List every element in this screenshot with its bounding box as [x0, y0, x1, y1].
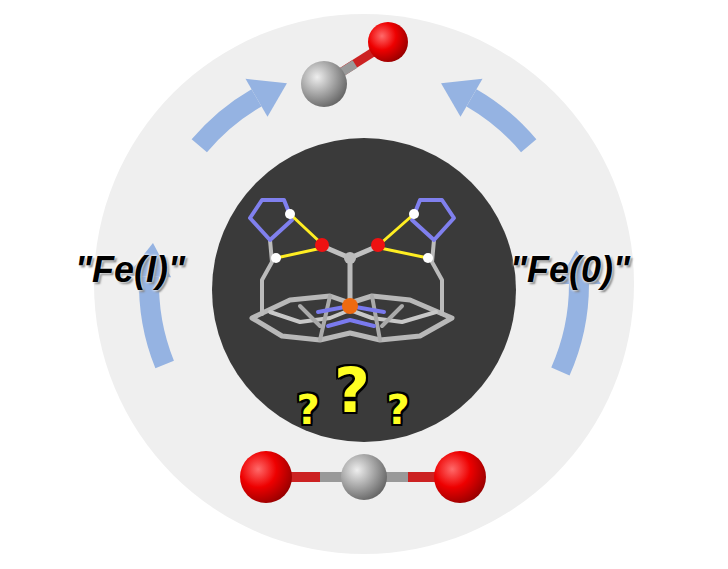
arrow-head — [441, 79, 482, 117]
oxidation-state-label: "Fe(0)" — [510, 249, 630, 291]
cycle-arrow — [199, 98, 256, 146]
oxidation-state-label: "Fe(I)" — [75, 249, 185, 291]
arrow-head — [246, 79, 287, 117]
question-mark: ? — [386, 387, 409, 433]
porphyrin-molecule — [250, 200, 454, 340]
cycle-arrow — [472, 98, 529, 146]
co-molecule — [301, 22, 408, 107]
question-mark: ? — [296, 387, 319, 433]
co2-molecule — [240, 451, 486, 503]
dark-circle — [212, 138, 516, 442]
question-mark: ? — [334, 354, 370, 427]
cycle-arrow — [560, 284, 579, 371]
